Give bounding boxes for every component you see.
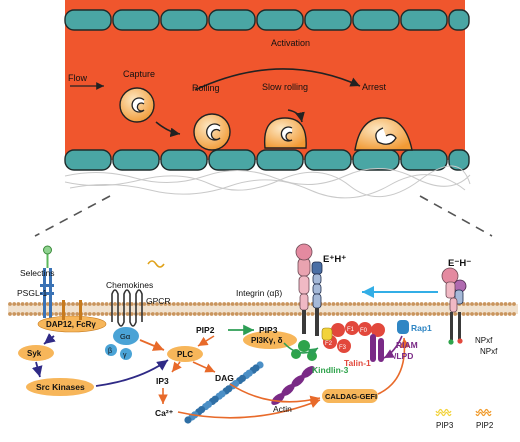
riam-label: RIAM	[396, 340, 418, 350]
chemokines-label: Chemokines	[106, 280, 153, 290]
pip-legend	[435, 408, 492, 417]
syk-node	[18, 345, 54, 361]
top-endothelium	[64, 9, 470, 31]
gpcr-label: GPCR	[146, 296, 171, 306]
lpd-label: /LPD	[394, 351, 413, 361]
eh-active-label: E⁺H⁺	[323, 254, 346, 265]
ip3-label: IP3	[156, 376, 169, 386]
pip2-to-plc-arrow	[197, 335, 215, 347]
activation-label: Activation	[271, 38, 310, 48]
plc-to-dag-arrow	[192, 361, 216, 373]
pip3-label: PIP3	[259, 325, 278, 335]
kindlin-label: Kindlin-3	[312, 365, 349, 375]
dag-to-caldag-arrow	[229, 383, 321, 405]
ca-label: Ca²⁺	[155, 408, 174, 418]
rolling-cell	[193, 113, 231, 151]
activation-arrow	[194, 68, 361, 91]
zoom-line-left	[34, 195, 111, 237]
selectins-label: Selectins	[20, 268, 55, 278]
syk-to-src-arrow	[31, 361, 43, 378]
caldag-to-rap1-arrow	[377, 337, 410, 395]
f1-label: F1	[347, 327, 355, 333]
f0-label: F0	[360, 328, 368, 334]
integrin-active	[295, 243, 323, 336]
dap12-label: DAP12, FcRγ	[46, 320, 96, 329]
src-to-plc-arrow	[95, 359, 169, 387]
galpha-to-plc-arrow	[139, 339, 165, 351]
flow-label: Flow	[68, 73, 88, 83]
eh-inactive-label: E⁻H⁻	[448, 258, 471, 269]
f2-label: F2	[325, 341, 333, 347]
pip3-to-kindlin-arrow	[283, 342, 319, 358]
slow-rolling-arrow	[287, 109, 305, 123]
caldag-label: CALDAG-GEFI	[325, 392, 377, 401]
chemokine-ligand	[147, 260, 165, 268]
f3-label: F3	[339, 345, 347, 351]
arrest-cell	[354, 117, 413, 151]
actin-label: Actin	[273, 404, 292, 414]
integrin-label: Integrin (αβ)	[236, 288, 282, 298]
actin-filament	[184, 361, 264, 424]
cell-membrane	[8, 302, 518, 316]
talin-complex	[321, 321, 385, 353]
bottom-endothelium	[64, 149, 470, 171]
capture-to-rolling-arrow	[155, 121, 181, 138]
rap1-label: Rap1	[411, 323, 432, 333]
gpcr-receptor	[111, 289, 143, 327]
ca-to-caldag-arrow	[177, 399, 321, 419]
integrin-inactive	[441, 267, 467, 345]
capture-label: Capture	[123, 69, 155, 79]
psgl1-label: PSGL-1	[17, 288, 48, 298]
riam-to-talin-arrow	[383, 335, 403, 359]
capture-cell	[119, 87, 155, 123]
src-label: Src Kinases	[36, 382, 85, 392]
dap-to-syk-arrow	[43, 333, 56, 345]
talin-label: Talin-1	[344, 358, 371, 368]
beta-label: β	[108, 348, 112, 355]
pip2-label: PIP2	[196, 325, 215, 335]
legend-pip3-label: PIP3	[436, 421, 454, 430]
rap1-node	[397, 320, 409, 334]
npxf-label-2: NPxf	[480, 347, 498, 356]
syk-label: Syk	[27, 349, 42, 358]
arrest-label: Arrest	[362, 82, 387, 92]
slow-rolling-cell	[263, 117, 307, 149]
slow-rolling-label: Slow rolling	[262, 82, 308, 92]
riam-lpd	[370, 334, 384, 362]
legend-pip2-label: PIP2	[476, 421, 494, 430]
src-node	[26, 378, 94, 396]
psgl1-receptor	[40, 245, 54, 318]
g-protein	[105, 327, 139, 360]
dag-label: DAG	[215, 373, 234, 383]
pi3k-label: PI3Kγ, δ	[251, 336, 283, 345]
npxf-label-1: NPxf	[475, 336, 493, 345]
gamma-label: γ	[123, 352, 127, 359]
zoom-line-right	[419, 195, 493, 237]
plc-label: PLC	[177, 350, 193, 359]
plc-node	[167, 346, 203, 362]
plc-to-ip3-arrow	[171, 361, 182, 373]
galpha-label: Gα	[120, 332, 131, 341]
caldag-box	[322, 389, 378, 403]
talin-rod	[271, 366, 315, 405]
basement-membrane	[64, 165, 471, 199]
rolling-label: Rolling	[192, 83, 220, 93]
dap12-fcrg	[37, 300, 107, 333]
pi3k-node	[243, 331, 297, 349]
